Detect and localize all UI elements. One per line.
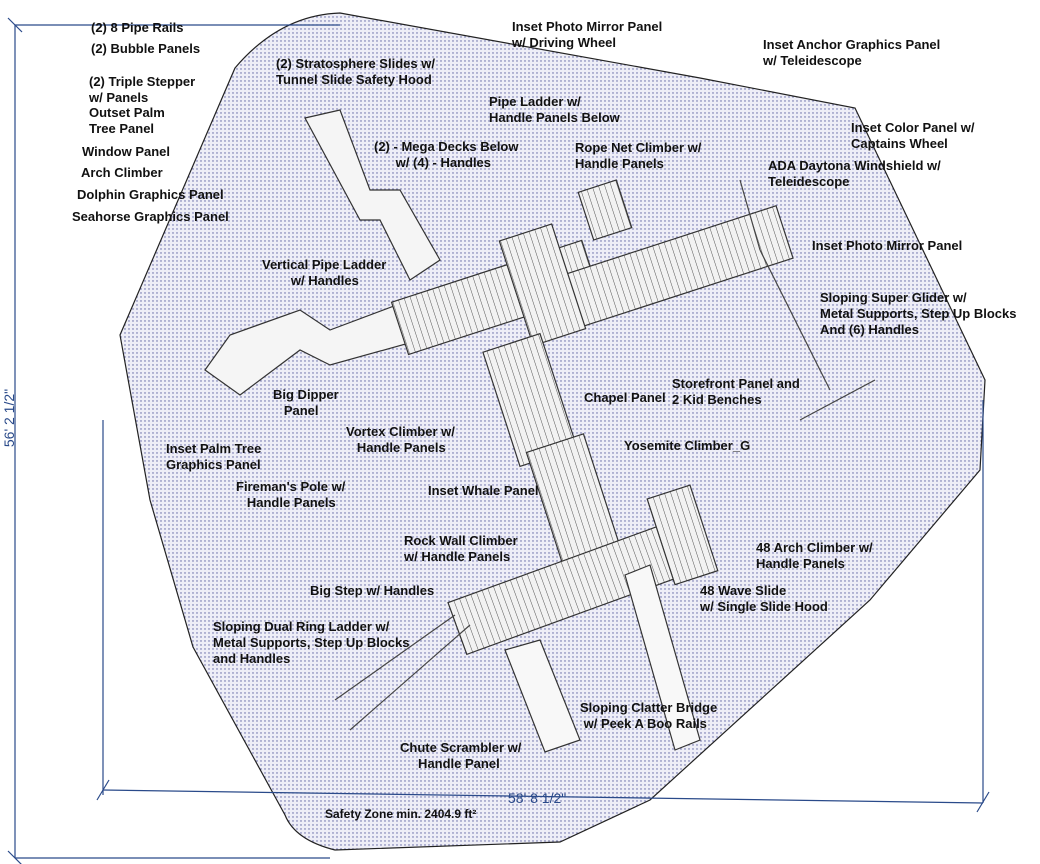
label-inset-mirror: Inset Photo Mirror Panel — [812, 238, 963, 253]
inner-dimension-lines — [96, 400, 990, 813]
label-window-panel: Window Panel — [82, 144, 170, 159]
label-bubble-panels: (2) Bubble Panels — [91, 41, 201, 56]
label-chapel: Chapel Panel — [584, 390, 666, 405]
label-vertical-pipe: Vertical Pipe Ladder w/ Handles — [262, 257, 387, 288]
label-big-step: Big Step w/ Handles — [310, 583, 435, 598]
label-rope-net: Rope Net Climber w/ Handle Panels — [575, 140, 702, 171]
outer-dimension-lines — [7, 17, 340, 864]
ladders — [334, 179, 876, 731]
label-inset-mirror-wheel: Inset Photo Mirror Panel w/ Driving Whee… — [512, 19, 663, 50]
label-wave-slide: 48 Wave Slide w/ Single Slide Hood — [700, 583, 828, 614]
label-super-glider: Sloping Super Glider w/ Metal Supports, … — [820, 290, 1017, 337]
label-dual-ring: Sloping Dual Ring Ladder w/ Metal Suppor… — [213, 619, 410, 666]
label-mega-decks: (2) - Mega Decks Below w/ (4) - Handles — [374, 139, 519, 170]
height-dimension: 56' 2 1/2" — [1, 388, 18, 448]
label-stratosphere: (2) Stratosphere Slides w/ Tunnel Slide … — [276, 56, 435, 87]
label-inset-whale: Inset Whale Panel — [428, 483, 539, 498]
label-dolphin: Dolphin Graphics Panel — [77, 187, 224, 202]
label-vortex: Vortex Climber w/ Handle Panels — [346, 424, 455, 455]
label-triple-stepper: (2) Triple Stepper w/ Panels — [89, 74, 196, 105]
slides-and-bridges — [504, 564, 701, 753]
label-color-panel: Inset Color Panel w/ Captains Wheel — [851, 120, 975, 151]
label-seahorse: Seahorse Graphics Panel — [72, 209, 229, 224]
label-arch-climber: Arch Climber — [81, 165, 163, 180]
deck-structure — [390, 179, 794, 656]
label-chute: Chute Scrambler w/ Handle Panel — [400, 740, 522, 771]
label-yosemite: Yosemite Climber_G — [624, 438, 751, 453]
label-rock-wall: Rock Wall Climber w/ Handle Panels — [404, 533, 518, 564]
label-anchor: Inset Anchor Graphics Panel w/ Teleidesc… — [763, 37, 941, 68]
label-arch48: 48 Arch Climber w/ Handle Panels — [756, 540, 873, 571]
label-pipe-ladder: Pipe Ladder w/ Handle Panels Below — [489, 94, 620, 125]
label-big-dipper: Big Dipper Panel — [273, 387, 339, 418]
width-dimension: 58' 8 1/2" — [508, 790, 567, 806]
label-ada-daytona: ADA Daytona Windshield w/ Teleidescope — [768, 158, 941, 189]
label-inset-palm: Inset Palm Tree Graphics Panel — [166, 441, 262, 472]
label-pipe-rails: (2) 8 Pipe Rails — [91, 20, 184, 35]
safety-zone-label: Safety Zone min. 2404.9 ft² — [325, 807, 477, 821]
label-outset-palm: Outset Palm Tree Panel — [89, 105, 165, 136]
label-storefront: Storefront Panel and 2 Kid Benches — [672, 376, 800, 407]
label-clatter-bridge: Sloping Clatter Bridge w/ Peek A Boo Rai… — [580, 700, 718, 731]
label-firemans-pole: Fireman's Pole w/ Handle Panels — [236, 479, 346, 510]
